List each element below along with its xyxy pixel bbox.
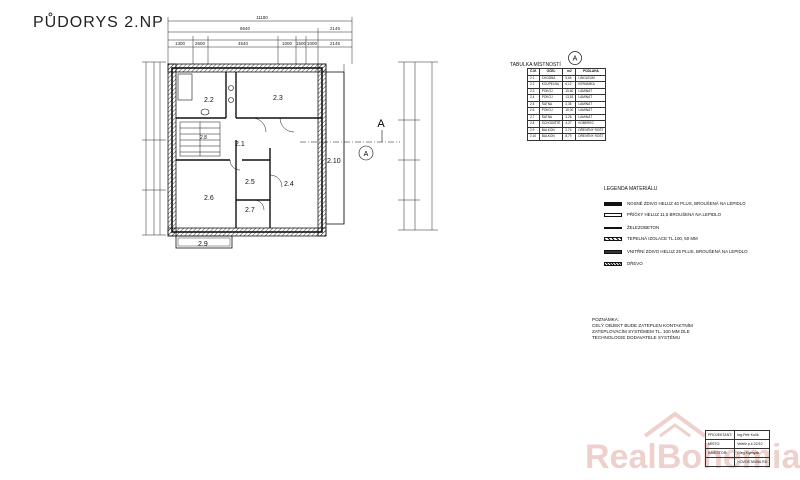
title-block-value: Oleg Klymyak <box>734 448 771 458</box>
exterior-walls <box>167 63 327 237</box>
table-cell: LAMINÁT <box>575 100 607 108</box>
dim-seg-7: 2145 <box>330 41 341 46</box>
door-swings <box>229 117 295 211</box>
balcony-2-10 <box>325 71 345 225</box>
balcony-2-9 <box>175 235 233 249</box>
dim-seg-2: 2600 <box>195 41 206 46</box>
notes-heading: POZNÁMKA: <box>592 317 620 322</box>
table-cell: 2.10 <box>527 133 540 141</box>
table-cell: SCHODIŠTĚ <box>538 120 564 128</box>
table-header-row: Č.M. OČEL m2 PODLAHA <box>527 68 607 76</box>
legend-swatch-empty <box>604 212 622 217</box>
interior-walls <box>176 72 322 228</box>
table-caption: TABULKA MÍSTNOSTÍ <box>510 62 561 68</box>
legend-label: NOSNÉ ZDIVO HELUZ 40 PLUS, BROUŠENÁ NA L… <box>627 201 746 206</box>
room-label: 2.1 <box>235 141 245 148</box>
watermark-roof-icon <box>643 411 707 438</box>
dim-seg-6: 1000 <box>307 41 318 46</box>
table-cell: LAMINÁT <box>575 113 607 121</box>
legend-swatch-hatch <box>604 236 622 241</box>
table-cell: DŘEVĚNÝ ROŠT <box>575 126 607 134</box>
legend-label: ŽELEZOBETON <box>627 225 660 230</box>
table-cell: 8,79 <box>562 133 577 141</box>
stair <box>179 121 221 157</box>
title-block-key: INVESTOR: <box>704 448 736 458</box>
room-label: 2.8 <box>200 135 207 141</box>
dim-seg-5: 1500 <box>296 41 307 46</box>
room-label: 2.9 <box>198 241 208 248</box>
table-marker: A <box>568 51 582 65</box>
room-label: 2.10 <box>327 158 341 165</box>
legend-title: LEGENDA MATERIÁLU <box>604 186 658 192</box>
legend-item: NOSNÉ ZDIVO HELUZ 40 PLUS, BROUŠENÁ NA L… <box>604 201 746 206</box>
legend-item: PŘÍČKY HELUZ 11,5 BROUŠENÁ NA LEPIDLO <box>604 212 721 217</box>
room-label: 2.5 <box>245 179 255 186</box>
dim-overall: 11180 <box>256 15 268 20</box>
title-block-row: INVESTOR: Oleg Klymyak <box>704 448 771 458</box>
title-block-key <box>704 457 736 467</box>
legend-item: VNITŘNÍ ZDIVO HELUZ 25 PLUS, BROUŠENÁ NA… <box>604 249 748 254</box>
notes: POZNÁMKA: CELÝ OBJEKT BUDE ZATEPLEN KONT… <box>592 317 722 341</box>
legend-item: ŽELEZOBETON <box>604 225 659 230</box>
legend-swatch-thin <box>604 226 622 229</box>
table-cell: LINOLEUM <box>575 74 607 82</box>
title-block-value: Veltěž p.č.22/10 <box>734 439 771 449</box>
dim-seg-4: 1000 <box>282 41 293 46</box>
dim-sub-1: 8640 <box>240 26 251 31</box>
section-circle-label: A <box>364 151 369 158</box>
table-cell: KERAMIKA <box>575 81 607 89</box>
table-cell: LAMINÁT <box>575 94 607 102</box>
title-block-value: Ing.Petr Kulík <box>734 430 771 440</box>
dim-sub-2: 2145 <box>330 26 341 31</box>
table-cell: KOBEREC <box>575 120 607 128</box>
legend-swatch-cross <box>604 261 622 266</box>
room-label: 2.4 <box>284 181 294 188</box>
legend-item: DŘEVO <box>604 261 643 266</box>
legend-item: TEPELNÁ IZOLACE TL.100, 50 MM <box>604 236 698 241</box>
table-cell: BALKON <box>538 133 564 141</box>
title-block-row: NOVOSTAVBA RD <box>704 457 771 467</box>
title-block: PROJEKTANT: Ing.Petr Kulík MÍSTO: Veltěž… <box>704 430 771 467</box>
room-label: 2.7 <box>245 207 255 214</box>
dim-seg-3: 4540 <box>238 41 249 46</box>
table-cell: DŘEVĚNÝ ROŠT <box>575 133 607 141</box>
title-block-row: MÍSTO: Veltěž p.č.22/10 <box>704 439 771 449</box>
title-block-key: MÍSTO: <box>704 439 736 449</box>
title-block-key: PROJEKTANT: <box>704 430 736 440</box>
legend-label: TEPELNÁ IZOLACE TL.100, 50 MM <box>627 236 698 241</box>
room-label: 2.6 <box>204 195 214 202</box>
legend-swatch-solid <box>604 201 622 206</box>
section-line-a <box>300 130 400 161</box>
legend-swatch-dark <box>604 249 622 254</box>
section-arrow-label: A <box>377 118 385 130</box>
legend-label: PŘÍČKY HELUZ 11,5 BROUŠENÁ NA LEPIDLO <box>627 212 722 217</box>
table-cell: LAMINÁT <box>575 87 607 95</box>
room-label: 2.2 <box>204 97 214 104</box>
legend-label: DŘEVO <box>627 261 643 266</box>
dimension-lines <box>142 17 438 236</box>
svg-text:A: A <box>573 56 578 63</box>
fixtures <box>177 73 234 116</box>
table-cell: LAMINÁT <box>575 107 607 115</box>
room-label: 2.3 <box>273 95 283 102</box>
title-block-value: NOVOSTAVBA RD <box>734 457 771 467</box>
page-title: PŮDORYS 2.NP <box>33 14 164 31</box>
legend-label: VNITŘNÍ ZDIVO HELUZ 25 PLUS, BROUŠENÁ NA… <box>627 249 748 254</box>
notes-text: CELÝ OBJEKT BUDE ZATEPLEN KONTAKTNÍM ZAT… <box>592 323 693 340</box>
dim-seg-1: 1300 <box>175 41 186 46</box>
table-header: PODLAHA <box>575 68 607 76</box>
title-block-row: PROJEKTANT: Ing.Petr Kulík <box>704 430 771 440</box>
